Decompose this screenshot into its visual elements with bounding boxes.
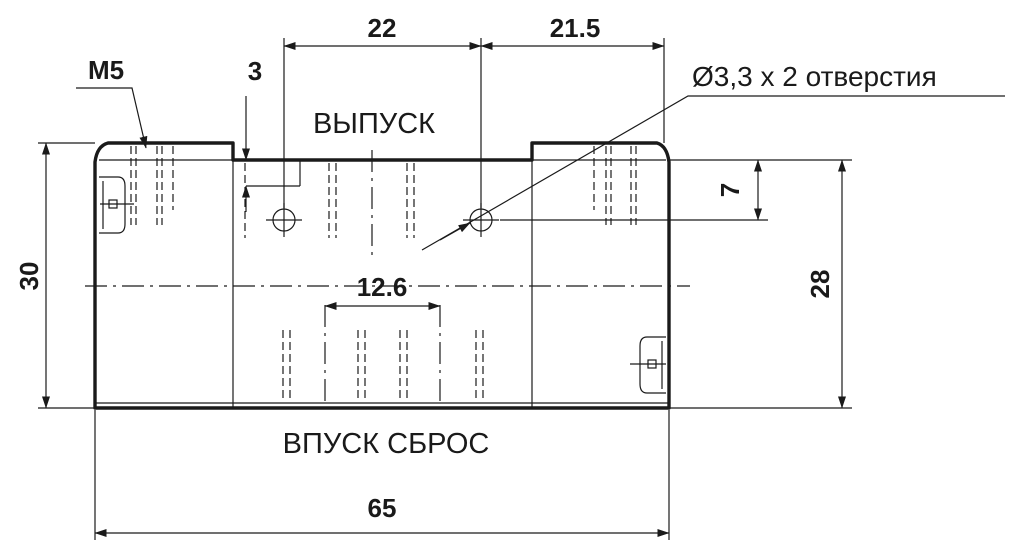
mounting-hole-right: [463, 203, 499, 237]
leader-holes: [421, 95, 1005, 251]
dim-height-left: 30: [14, 262, 44, 291]
dim-port-spacing: 12.6: [357, 272, 408, 302]
hole-note: Ø3,3 x 2 отверстия: [692, 61, 937, 92]
dim-height-right: 28: [805, 270, 835, 299]
dim-step-depth: 3: [248, 56, 262, 86]
side-slot-right: [630, 336, 666, 394]
dim-hole-from-top: 7: [715, 183, 745, 197]
hidden-lines: [130, 146, 637, 400]
leader-holes-arrow: [439, 222, 471, 241]
port-inlet-exhaust-label: ВПУСК СБРОС: [283, 428, 490, 460]
extension-lines: [38, 38, 852, 540]
mounting-hole-left: [266, 203, 302, 237]
thread-label: M5: [88, 55, 124, 85]
dim-hole-spacing: 22: [368, 13, 397, 43]
dim-hole-to-edge: 21.5: [550, 13, 601, 43]
dim-width-overall: 65: [368, 493, 397, 523]
side-slot-left: [99, 176, 134, 234]
leader-thread: [76, 87, 148, 149]
port-outlet-label: ВЫПУСК: [313, 108, 435, 140]
